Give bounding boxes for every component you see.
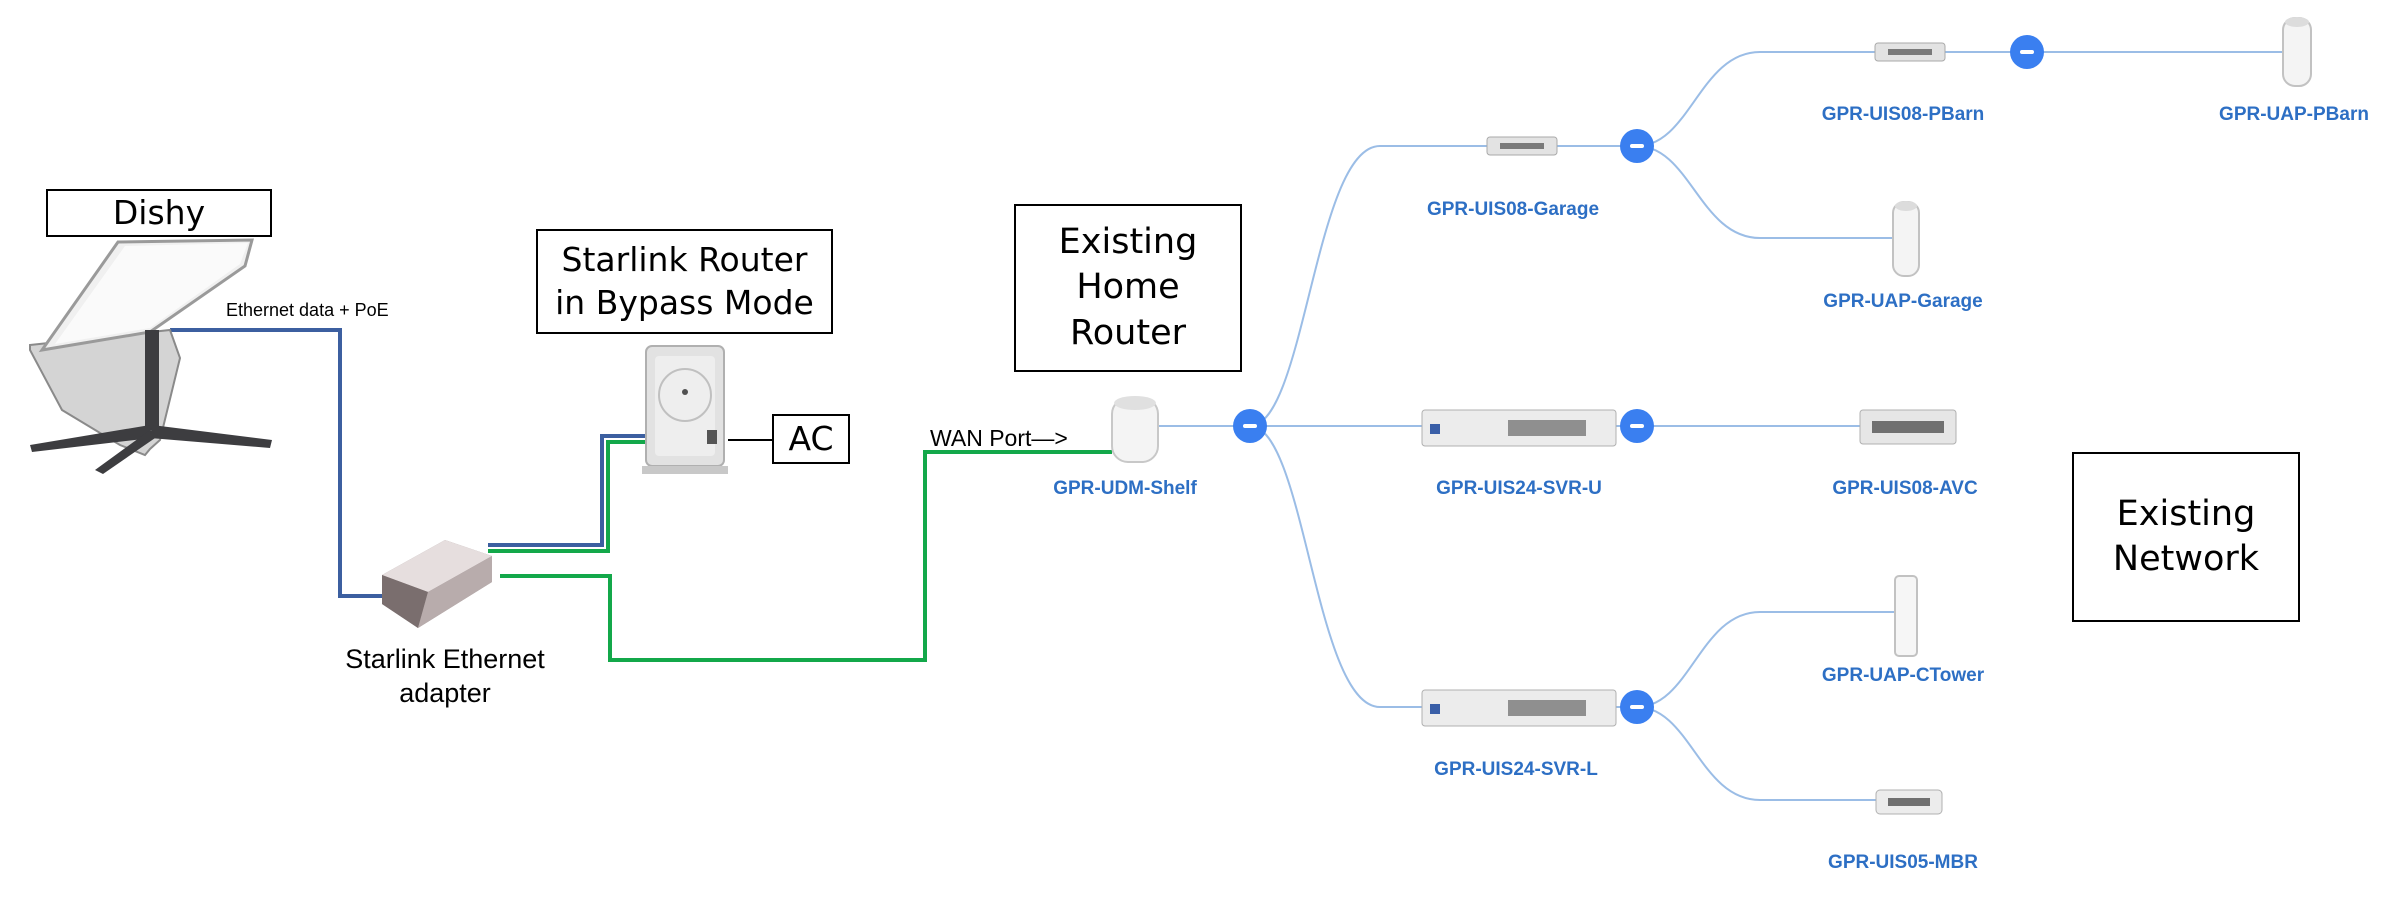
existing-network-label: Existing Network xyxy=(2072,452,2300,622)
node-uap-ctower[interactable]: GPR-UAP-CTower xyxy=(1821,665,1985,686)
node-uis08-pbarn[interactable]: GPR-UIS08-PBarn xyxy=(1821,104,1985,125)
node-uis24-svr-u[interactable]: GPR-UIS24-SVR-U xyxy=(1436,478,1602,499)
node-uis08-garage[interactable]: GPR-UIS08-Garage xyxy=(1426,199,1600,220)
dishy-icon xyxy=(29,238,272,474)
dishy-label: Dishy xyxy=(46,189,272,237)
topology-links xyxy=(1140,51,2290,801)
switch-uis24-svr-u-icon xyxy=(1421,409,1617,447)
access-point-ctower-icon xyxy=(1894,575,1918,657)
collapse-button-uis08-pbarn[interactable] xyxy=(2010,35,2044,69)
access-point-pbarn-icon xyxy=(2282,17,2312,87)
node-uis05-mbr[interactable]: GPR-UIS05-MBR xyxy=(1828,852,1978,873)
node-uis24-svr-l[interactable]: GPR-UIS24-SVR-L xyxy=(1434,759,1598,780)
cable-adapter-to-wan xyxy=(500,450,1112,662)
collapse-button-uis08-garage[interactable] xyxy=(1620,129,1654,163)
ethernet-adapter-icon xyxy=(382,540,492,628)
cable-adapter-to-router xyxy=(488,434,646,553)
wan-port-label: WAN Port—> xyxy=(930,425,1068,451)
cable-dishy-to-adapter xyxy=(170,328,392,598)
ethernet-poe-label: Ethernet data + PoE xyxy=(226,300,389,320)
node-udm-shelf[interactable]: GPR-UDM-Shelf xyxy=(1053,478,1197,499)
starlink-router-icon xyxy=(642,345,728,474)
node-uap-pbarn[interactable]: GPR-UAP-PBarn xyxy=(2219,104,2369,125)
switch-uis08-avc-icon xyxy=(1859,409,1957,445)
switch-uis05-mbr-icon xyxy=(1875,789,1943,815)
ac-label: AC xyxy=(772,414,850,464)
node-uap-garage[interactable]: GPR-UAP-Garage xyxy=(1823,291,1983,312)
collapse-button-uis24-svr-l[interactable] xyxy=(1620,690,1654,724)
switch-uis24-svr-l-icon xyxy=(1421,689,1617,727)
switch-uis08-pbarn-icon xyxy=(1874,42,1946,62)
ethernet-adapter-label: Starlink Ethernet adapter xyxy=(345,644,545,708)
switch-uis08-garage-icon xyxy=(1486,136,1558,156)
udm-shelf-icon xyxy=(1111,396,1159,463)
starlink-router-label: Starlink Router in Bypass Mode xyxy=(536,229,833,334)
collapse-button-udm-shelf[interactable] xyxy=(1233,409,1267,443)
existing-router-label: Existing Home Router xyxy=(1014,204,1242,372)
collapse-button-uis24-svr-u[interactable] xyxy=(1620,409,1654,443)
node-uis08-avc[interactable]: GPR-UIS08-AVC xyxy=(1832,478,1978,499)
access-point-garage-icon xyxy=(1892,201,1920,277)
